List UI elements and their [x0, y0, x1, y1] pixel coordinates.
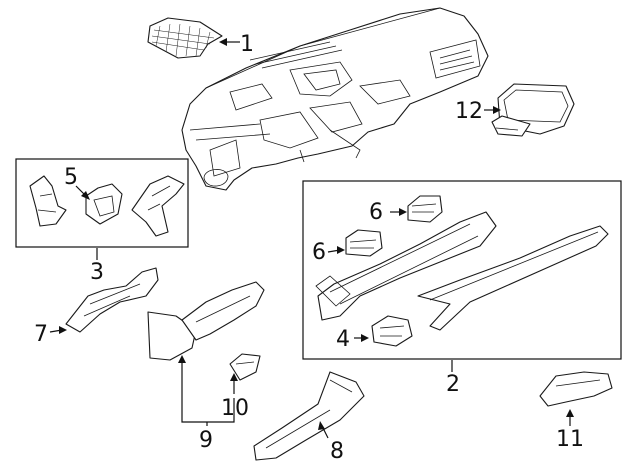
callout-11: 11 — [556, 427, 584, 452]
part-11-bracket[interactable] — [539, 371, 613, 407]
callout-1: 1 — [240, 32, 254, 57]
part-12-display[interactable] — [491, 83, 575, 137]
part-10-bracket[interactable] — [229, 353, 261, 381]
callout-2: 2 — [446, 372, 460, 397]
callout-4: 4 — [336, 327, 350, 352]
part-6-lower-vent[interactable] — [345, 229, 383, 257]
callout-5: 5 — [64, 165, 78, 190]
dashboard-frame[interactable] — [181, 7, 489, 191]
callout-8: 8 — [330, 439, 344, 464]
part-3-trim-panel[interactable] — [131, 175, 185, 237]
part-2-vent-duct-assembly[interactable] — [315, 211, 497, 321]
part-4-vent[interactable] — [371, 315, 413, 347]
part-9-knee-bolster[interactable] — [181, 281, 265, 341]
part-3-group-box — [15, 158, 189, 248]
callout-6-upper: 6 — [369, 200, 383, 225]
part-8-lower-trim[interactable] — [253, 371, 365, 461]
part-3-bracket-left[interactable] — [29, 175, 67, 227]
part-2-trim-strip[interactable] — [417, 225, 609, 331]
part-6-upper-vent[interactable] — [407, 195, 443, 223]
part-5-bracket[interactable] — [85, 183, 123, 225]
callout-7: 7 — [34, 322, 48, 347]
callout-6-lower: 6 — [312, 240, 326, 265]
callout-3: 3 — [90, 260, 104, 285]
callout-12: 12 — [455, 99, 483, 124]
part-9-side-panel[interactable] — [147, 311, 197, 361]
part-1-speaker-grille[interactable] — [147, 17, 223, 59]
callout-9: 9 — [199, 428, 213, 453]
leader-lines — [49, 38, 574, 439]
part-7-brace[interactable] — [65, 267, 159, 333]
part-2-group-box — [302, 180, 622, 360]
callout-10: 10 — [221, 396, 249, 421]
